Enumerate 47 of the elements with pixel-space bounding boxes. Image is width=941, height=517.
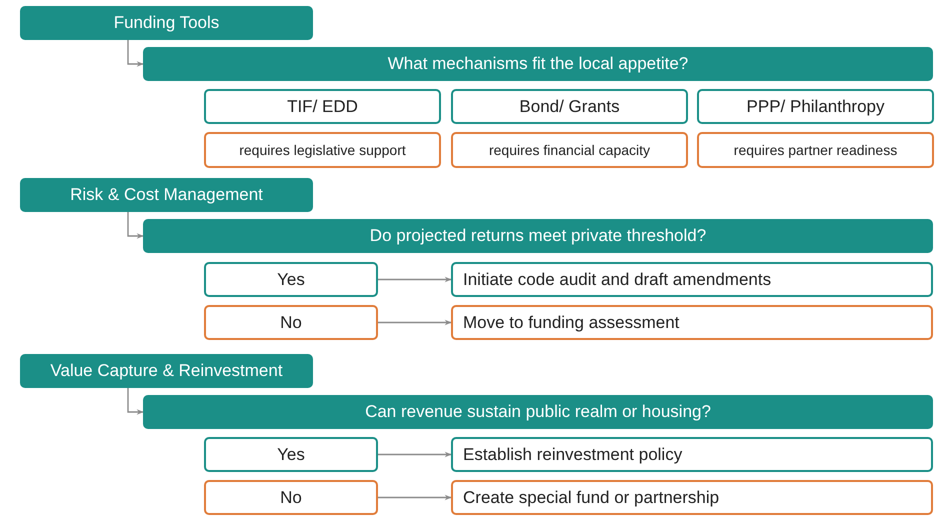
box-text: requires partner readiness [734,142,898,158]
arrow [378,276,452,282]
box-text: Create special fund or partnership [463,488,720,508]
box-text: requires financial capacity [488,142,650,158]
option-box [204,262,378,297]
box-text: No [280,488,302,508]
requirement-box [451,132,688,168]
arrow [378,452,452,458]
arrow [378,494,452,500]
action-box [451,262,933,297]
option-box [204,89,441,124]
question-banner [143,47,933,81]
box-text: Initiate code audit and draft amendments [463,270,772,290]
box-text: Value Capture & Reinvestment [50,361,283,381]
option-box [451,89,688,124]
question-banner [143,395,933,429]
question-banner [143,219,933,253]
option-box [204,480,378,515]
option-box [697,89,934,124]
option-box [204,437,378,472]
box-text: What mechanisms fit the local appetite? [388,54,688,74]
action-box [451,480,933,515]
box-text: Funding Tools [114,13,220,33]
arrow [127,40,144,67]
arrow [127,388,144,415]
box-text: Do projected returns meet private threshold? [370,226,706,246]
requirement-box [204,132,441,168]
box-text: PPP/ Philanthropy [746,96,884,116]
arrow [127,212,144,239]
arrow [378,320,452,326]
box-text: Bond/ Grants [519,96,620,116]
box-text: Yes [277,444,305,464]
action-box [451,437,933,472]
section-header [20,178,313,212]
box-text: Yes [277,270,305,290]
section-header [20,6,313,40]
box-text: Can revenue sustain public realm or housing? [365,402,711,422]
box-text: No [280,312,302,332]
box-text: Move to funding assessment [463,312,680,332]
requirement-box [697,132,934,168]
box-text: requires legislative support [239,142,406,158]
box-text: TIF/ EDD [287,96,358,116]
section-header [20,354,313,388]
option-box [204,305,378,340]
action-box [451,305,933,340]
box-text: Risk & Cost Management [70,185,263,205]
box-text: Establish reinvestment policy [463,444,682,464]
